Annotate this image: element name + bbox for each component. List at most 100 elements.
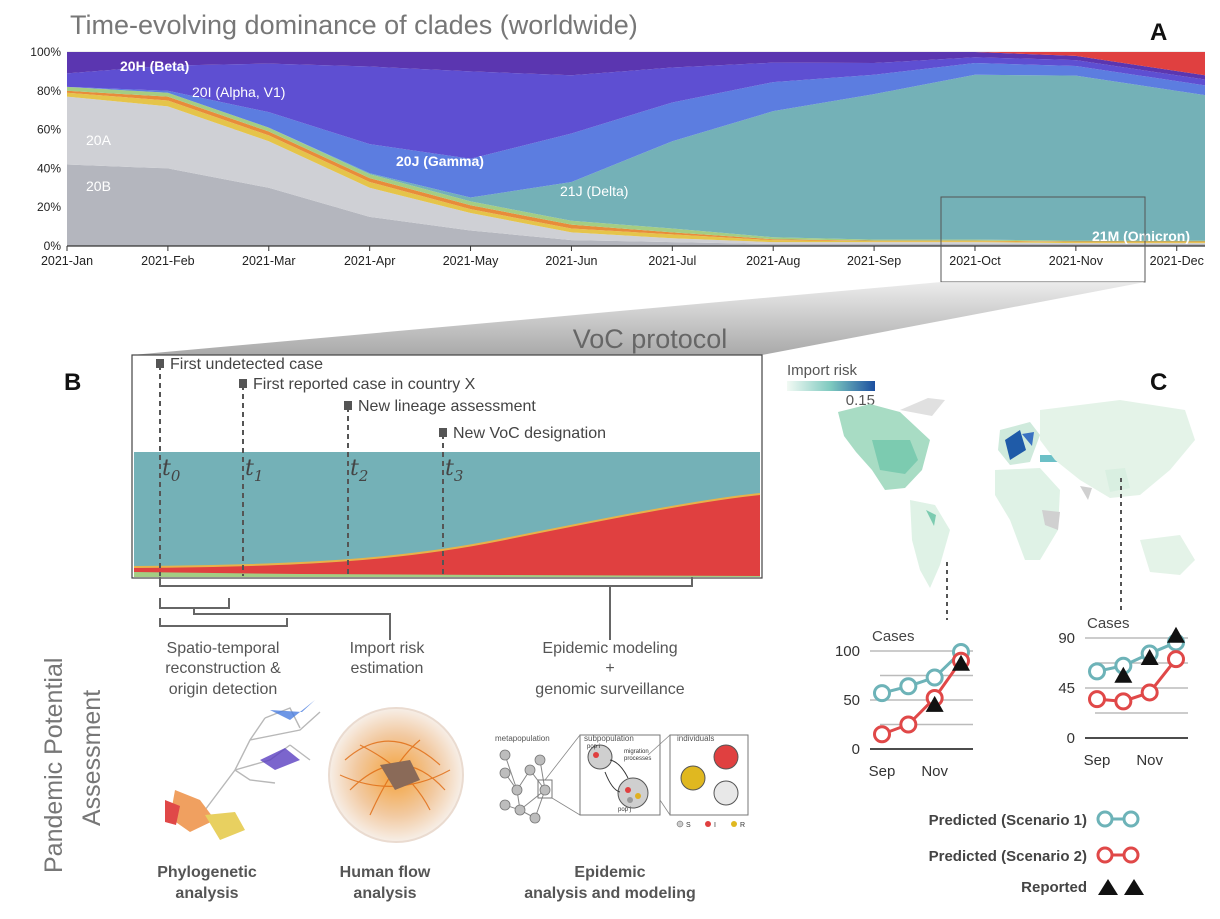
method-label: Epidemic modeling (542, 640, 677, 657)
x-tick-label: 2021-May (443, 254, 499, 268)
legend-marker-reported (1098, 879, 1144, 895)
series-line (1096, 641, 1177, 673)
cases-y-tick-label: 90 (1058, 630, 1075, 647)
x-tick-label: 2021-Mar (242, 254, 296, 268)
clade-label: 20A (86, 132, 112, 148)
y-tick-label: 60% (37, 123, 61, 137)
method-spatiotemporal: Spatio-temporal reconstruction & origin … (165, 640, 281, 698)
method-label: + (605, 660, 614, 677)
legend-marker-scenario-2 (1096, 846, 1140, 864)
x-tick-label: 2021-Jan (41, 254, 93, 268)
clade-label: 20H (Beta) (120, 58, 189, 74)
x-tick-label: 2021-Nov (1049, 254, 1104, 268)
phylogenetic-tree-image (165, 700, 321, 840)
model-label: individuals (677, 734, 714, 743)
x-tick-label: 2021-Sep (847, 254, 901, 268)
clade-label: 21M (Omicron) (1092, 228, 1190, 244)
area-20j-gamma (67, 63, 1205, 198)
legend-label-scenario-2: Predicted (Scenario 2) (929, 848, 1087, 865)
reported-marker (925, 695, 944, 712)
reported-marker (1140, 649, 1159, 665)
series-point (925, 668, 944, 687)
x-tick-label: 2021-Feb (141, 254, 195, 268)
panel-a-letter: A (1150, 19, 1167, 46)
clade-label: 20I (Alpha, V1) (192, 84, 285, 100)
series-point (873, 725, 891, 744)
minor-clades-strip (133, 493, 761, 568)
series-point (1088, 690, 1106, 709)
cases-y-tick-label: 0 (1067, 730, 1075, 747)
cases-x-tick-label: Nov (1136, 752, 1163, 769)
voc-protocol-box (131, 354, 763, 579)
model-label: subpopulation (584, 734, 634, 743)
event-time-label: t2 (350, 456, 368, 485)
timeline-brackets (159, 577, 693, 640)
model-label: migration (624, 749, 649, 755)
method-label: Spatio-temporal (167, 640, 280, 657)
event-label: First undetected case (170, 356, 323, 373)
area-21j-delta (67, 74, 1205, 241)
area-20i-alpha-v1 (67, 57, 1205, 159)
world-import-risk-map (838, 398, 1195, 588)
clade-label: 21J (Delta) (560, 183, 628, 199)
cases-y-tick-label: 100 (835, 643, 860, 660)
event-label: New lineage assessment (358, 398, 536, 415)
method-epidemic-modeling: Epidemic modeling + genomic surveillance (535, 640, 685, 698)
legend-label-reported: Reported (1021, 879, 1087, 896)
event-marker (239, 379, 247, 388)
event-marker (156, 359, 164, 368)
event-label: First reported case in country X (253, 376, 476, 393)
model-label: metapopulation (495, 734, 550, 743)
series-point (899, 677, 918, 696)
legend-label-scenario-1: Predicted (Scenario 1) (929, 812, 1087, 829)
analysis-label: Phylogenetic (157, 864, 257, 881)
reported-marker (952, 654, 970, 671)
clade-label: 20J (Gamma) (396, 153, 484, 169)
series-point (1114, 692, 1133, 711)
series-point (873, 684, 891, 703)
x-tick-label: 2021-Apr (344, 254, 395, 268)
cases-chart-title: Cases (872, 628, 915, 645)
epidemic-model-image: metapopulation subpopulation pop i pop j… (495, 734, 749, 829)
series-line (1096, 658, 1178, 703)
x-tick-label: 2021-Oct (949, 254, 1001, 268)
reported-marker (1167, 626, 1185, 643)
series-line (881, 659, 963, 736)
event-label: New VoC designation (453, 425, 606, 442)
analysis-label: analysis and modeling (524, 885, 696, 902)
cases-chart-title: Cases (1087, 615, 1130, 632)
method-label: genomic surveillance (535, 681, 685, 698)
cases-y-tick-label: 0 (852, 741, 860, 758)
analysis-label: Epidemic (574, 864, 645, 881)
event-time-label: t1 (245, 456, 263, 485)
legend-marker-scenario-1 (1096, 810, 1140, 828)
panel-a-title: Time-evolving dominance of clades (world… (70, 10, 638, 40)
area-minor-clade-2 (67, 92, 1205, 244)
zoom-funnel (132, 282, 1145, 355)
omicron-growth-area (134, 494, 760, 576)
cases-y-tick-label: 50 (843, 692, 860, 709)
x-tick-label: 2021-Jul (648, 254, 696, 268)
area-20a (67, 96, 1205, 245)
human-flow-image (328, 707, 464, 843)
model-label: R (740, 822, 745, 829)
area-20h-beta (67, 52, 1205, 80)
model-label: pop j (618, 807, 631, 813)
side-title-line-2: Assessment (78, 690, 106, 826)
y-tick-label: 40% (37, 161, 61, 175)
x-tick-label: 2021-Aug (746, 254, 800, 268)
scenario-legend: Predicted (Scenario 1) Predicted (Scenar… (929, 810, 1144, 896)
model-label: pop i (587, 744, 600, 750)
series-point (1167, 650, 1185, 669)
model-label: I (714, 822, 716, 829)
event-time-label: t3 (445, 456, 463, 485)
analysis-label: analysis (175, 885, 238, 902)
method-label: Import risk (350, 640, 426, 657)
series-point (899, 715, 918, 734)
